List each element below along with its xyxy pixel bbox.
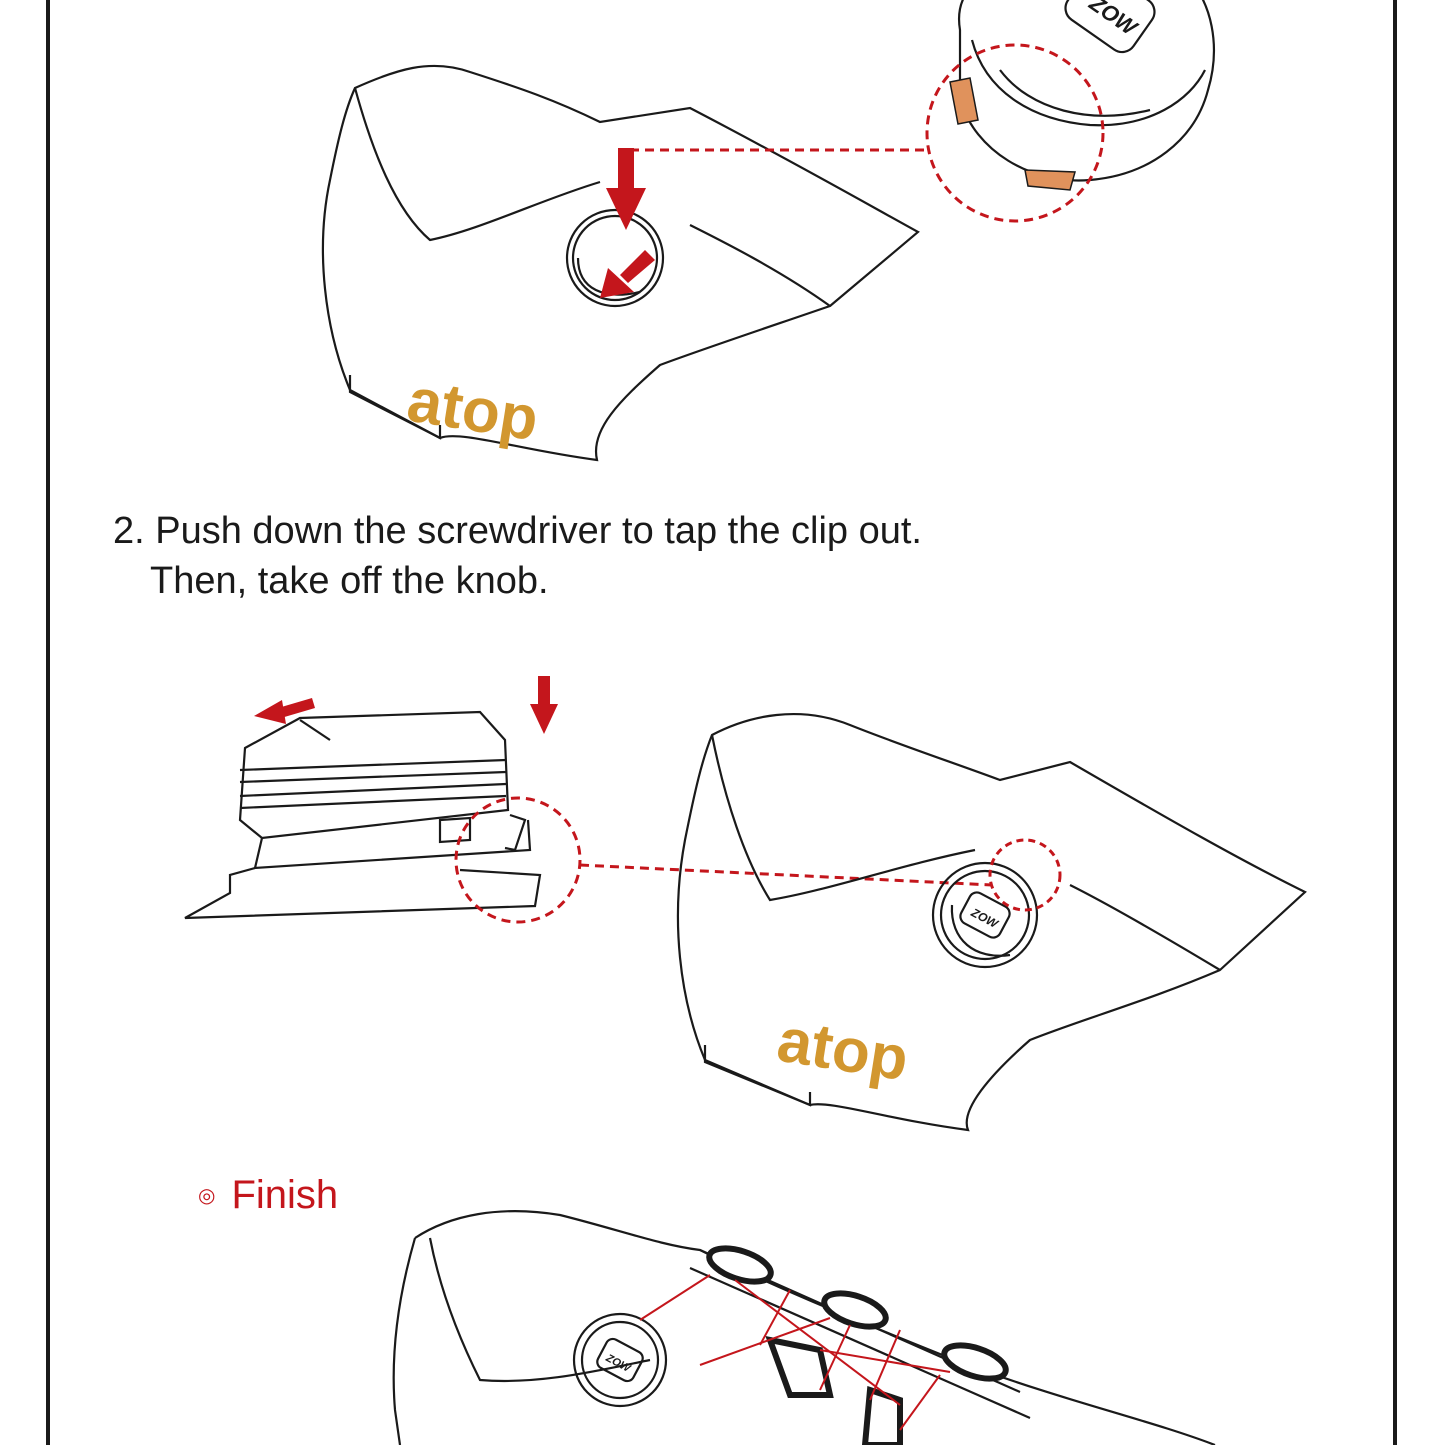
clip-tab-lower [1025,170,1075,190]
knob-side-illustration [185,712,540,918]
lace-guides [705,1242,1010,1445]
callout-line-mid [580,865,992,885]
arrow-diagonal-icon [600,250,655,298]
step-line-1: 2. Push down the screwdriver to tap the … [113,510,922,552]
knob-closeup-top [959,0,1214,180]
callout-circle-top [927,45,1103,221]
callout-circle-mid-right [990,840,1060,910]
finish-label: Finish [231,1173,338,1218]
bullet-circle-icon: ◎ [198,1183,215,1208]
finish-heading: ◎ Finish [198,1173,338,1218]
step-instruction: 2. Push down the screwdriver to tap the … [113,506,922,606]
arrow-left-icon [254,698,315,724]
brand-logo-top: atop [403,366,543,455]
step-line-2: Then, take off the knob. [113,556,922,606]
arrow-down-mid-icon [530,676,558,734]
clip-tab-upper [950,78,978,124]
brand-logo-mid: atop [773,1006,913,1095]
